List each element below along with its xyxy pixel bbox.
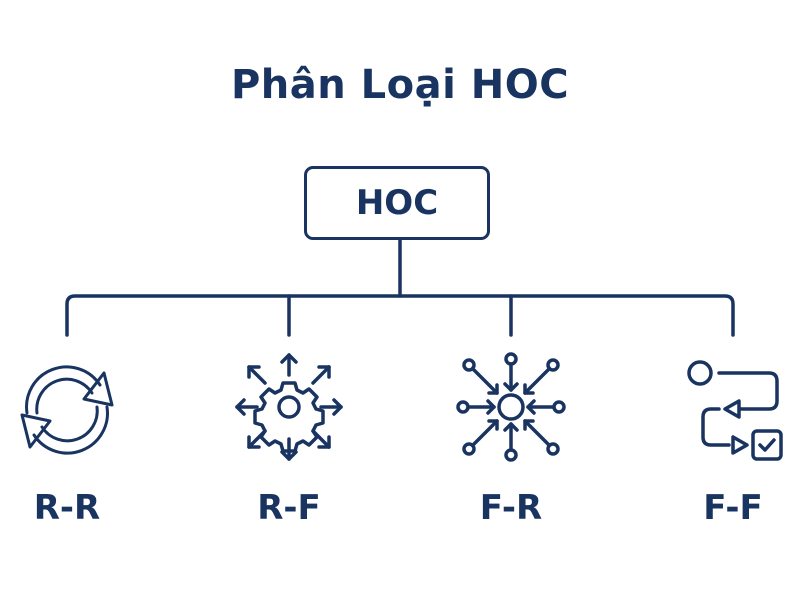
leaf-label-rf: R-F <box>257 488 321 528</box>
branch-bar-line <box>65 294 735 337</box>
leaf-label-fr: F-R <box>479 488 543 528</box>
refresh-cycle-icon <box>20 365 114 455</box>
converging-nodes-icon <box>456 352 566 462</box>
leaf-label-rr: R-R <box>33 488 101 528</box>
root-node-label: HOC <box>355 183 439 223</box>
diagram-title: Phân Loại HOC <box>230 62 570 108</box>
flowchart-checkbox-icon <box>687 360 783 461</box>
leaf-node-ff <box>663 355 800 469</box>
leaf-label-ff: F-F <box>703 488 763 528</box>
gear-radiating-arrows-icon <box>235 353 343 461</box>
leaf-node-rr <box>0 355 137 465</box>
leaf-node-fr <box>441 352 581 467</box>
root-node-hoc: HOC <box>304 166 490 240</box>
leaf-node-rf <box>219 353 359 467</box>
